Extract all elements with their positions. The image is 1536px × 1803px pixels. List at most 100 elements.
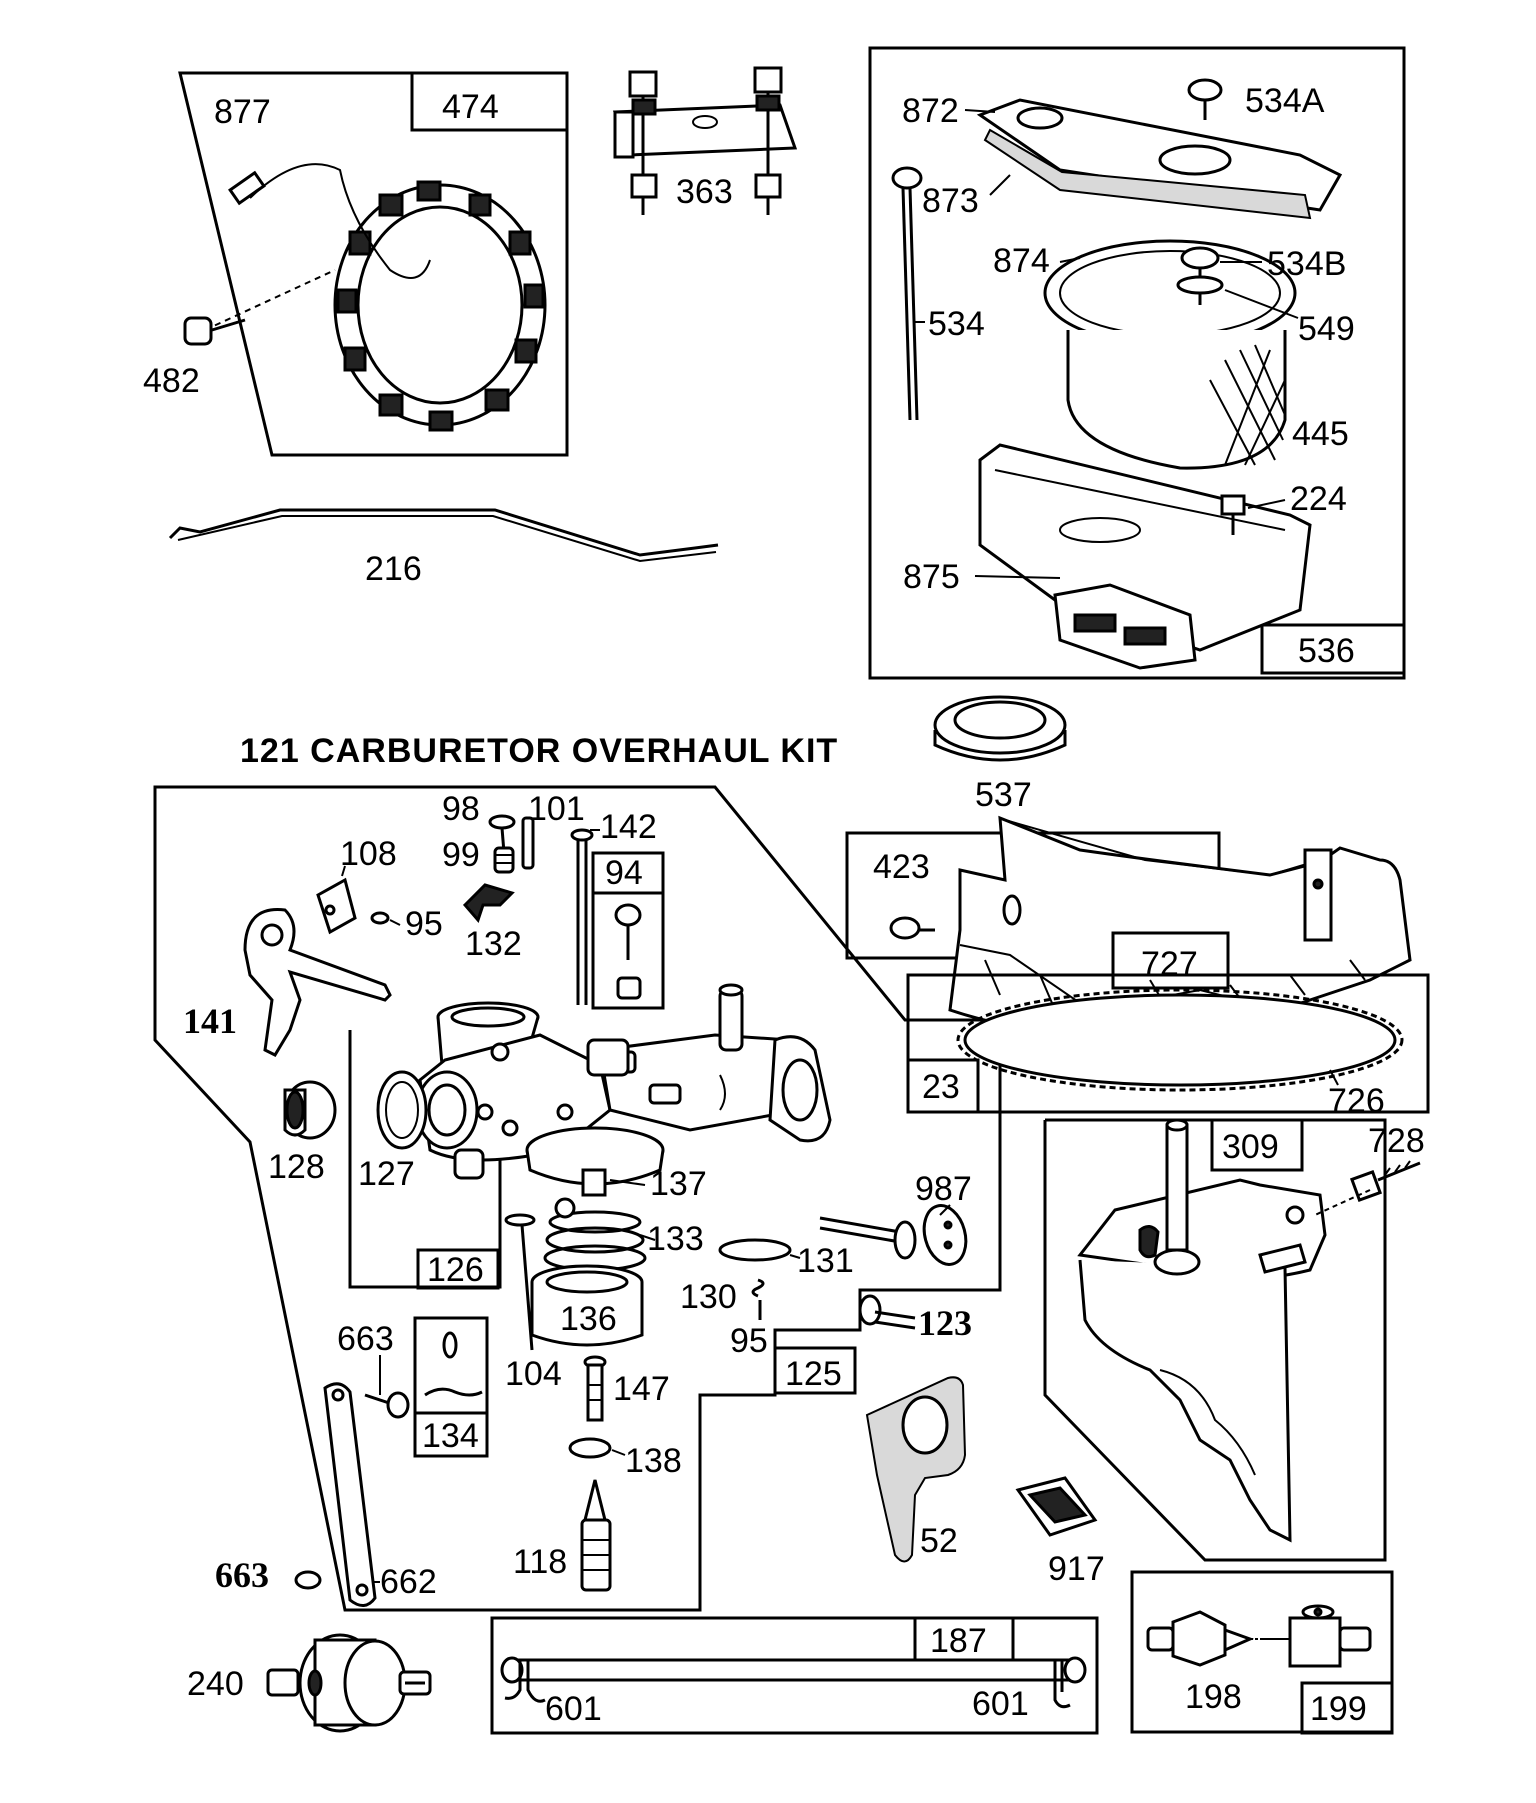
label-94: 94 [605, 854, 643, 892]
part-108 [316, 877, 357, 935]
label-537: 537 [975, 776, 1032, 814]
screw-224 [1220, 494, 1246, 535]
label-309: 309 [1222, 1128, 1279, 1166]
flywheel-box [906, 973, 1430, 1114]
spring-130 [751, 1278, 765, 1320]
label-728: 728 [1368, 1122, 1425, 1160]
bolt-728 [1349, 1160, 1421, 1203]
armature-ring-inner [356, 205, 524, 405]
label-662: 662 [380, 1563, 437, 1601]
bracket-363 [612, 66, 798, 215]
valve-199 [1262, 1604, 1372, 1668]
label-482: 482 [143, 362, 200, 400]
label-95a: 95 [405, 905, 443, 943]
label-108: 108 [340, 835, 397, 873]
fuel-line-box [490, 1616, 1099, 1735]
label-147: 147 [613, 1370, 670, 1408]
part-134-slot [442, 1331, 458, 1359]
label-126: 126 [427, 1251, 484, 1289]
label-131: 131 [797, 1242, 854, 1280]
label-601b: 601 [972, 1685, 1029, 1723]
filter-mesh [1209, 344, 1286, 466]
label-534B: 534B [1267, 245, 1346, 283]
label-138: 138 [625, 1442, 682, 1480]
label-box-126 [416, 1248, 500, 1290]
label-134: 134 [422, 1417, 479, 1455]
label-663a: 663 [337, 1320, 394, 1358]
pin-101 [521, 816, 535, 870]
armature-teeth [336, 180, 545, 432]
label-52: 52 [920, 1522, 958, 1560]
filter-frame-874 [1043, 239, 1297, 347]
label-663b: 663 [215, 1555, 269, 1595]
spring-133 [543, 1197, 647, 1272]
label-874: 874 [993, 242, 1050, 280]
label-137: 137 [650, 1165, 707, 1203]
label-873: 873 [922, 182, 979, 220]
label-136: 136 [560, 1300, 617, 1338]
label-box-309 [1210, 1118, 1304, 1172]
label-box-134 [413, 1316, 489, 1458]
armature-wire [249, 163, 431, 279]
foam-873 [983, 128, 1312, 220]
air-cleaner-group: 536 872 873 534A 534 [868, 46, 1406, 680]
pin-104 [504, 1213, 536, 1351]
label-141: 141 [183, 1001, 237, 1041]
screw-534B [1176, 246, 1224, 305]
bolt-534 [891, 166, 923, 421]
label-101: 101 [528, 790, 585, 828]
bowl-136 [530, 1264, 644, 1347]
label-125: 125 [785, 1355, 842, 1393]
needle-142 [570, 828, 594, 1005]
part-917 [1015, 1476, 1098, 1537]
label-187: 187 [930, 1622, 987, 1660]
fitting-198 [1146, 1610, 1262, 1667]
screw-663a [364, 1391, 410, 1419]
part-128 [283, 1080, 337, 1140]
fuel-line [500, 1656, 1087, 1684]
label-877: 877 [214, 93, 271, 131]
screw-534A [1187, 78, 1223, 120]
screw-423 [889, 916, 935, 940]
label-536: 536 [1298, 632, 1355, 670]
lever-132 [462, 883, 515, 923]
clamp-601b [1053, 1660, 1071, 1709]
label-118: 118 [513, 1543, 567, 1581]
fuel-filter-240 [266, 1633, 432, 1733]
kit-outline [153, 785, 1002, 1612]
label-199: 199 [1310, 1690, 1367, 1728]
label-216: 216 [365, 550, 422, 588]
needle-94 [614, 903, 642, 1000]
link-rod-216 [168, 508, 719, 557]
jet-118 [580, 1479, 612, 1592]
clip-95a [370, 911, 390, 925]
label-363: 363 [676, 173, 733, 211]
label-box-474 [410, 71, 569, 132]
label-423: 423 [873, 848, 930, 886]
link-662 [323, 1382, 377, 1607]
label-box-125 [773, 1346, 857, 1395]
wire-terminal [228, 170, 266, 206]
label-box-94 [591, 851, 665, 1010]
cylinder-part [1077, 1118, 1327, 1543]
jet-147 [583, 1355, 607, 1422]
label-727: 727 [1141, 945, 1198, 983]
label-box-536 [1260, 623, 1406, 675]
label-549: 549 [1298, 310, 1355, 348]
oring-138 [568, 1437, 612, 1459]
label-box-727 [1111, 931, 1230, 990]
armature-ring [333, 183, 547, 427]
label-917: 917 [1048, 1550, 1105, 1588]
label-534: 534 [928, 305, 985, 343]
spring-99 [493, 846, 515, 874]
label-23: 23 [922, 1068, 960, 1106]
label-123: 123 [918, 1303, 972, 1343]
flywheel-726 [963, 993, 1397, 1087]
kit-title: 121 CARBURETOR OVERHAUL KIT [240, 732, 838, 770]
seal-537 [933, 695, 1067, 762]
label-875: 875 [903, 558, 960, 596]
link-rod-216-inner [177, 515, 717, 563]
label-601a: 601 [545, 1690, 602, 1728]
label-445: 445 [1292, 415, 1349, 453]
